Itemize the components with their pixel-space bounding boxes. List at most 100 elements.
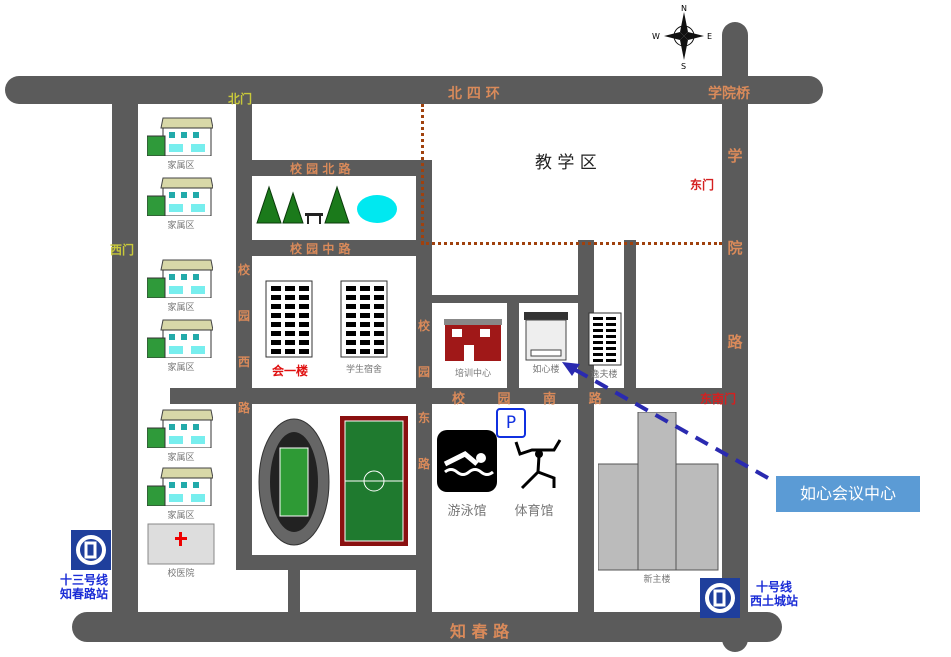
metro-logo-east (700, 578, 740, 618)
metro-west-station: 知春路站 (60, 587, 109, 601)
window (299, 340, 309, 345)
road-inner-2 (624, 240, 636, 390)
window (346, 304, 356, 309)
label-hospital: 校医院 (167, 569, 195, 579)
window (374, 304, 384, 309)
teaching-zone-label: 教 学 区 (535, 153, 597, 173)
metro-west-label: 十三号线知春路站 (60, 573, 108, 601)
window (285, 295, 295, 300)
compass-e: E (707, 32, 712, 41)
road-stadium-link (288, 565, 300, 615)
park-trees-icon (256, 185, 397, 224)
char: 东 (417, 411, 430, 425)
window (271, 286, 281, 291)
window (299, 322, 309, 327)
road-label-bridge: 学院桥 (708, 86, 750, 102)
window (285, 286, 295, 291)
window (593, 353, 603, 356)
window (346, 313, 356, 318)
family-house-icon (147, 177, 213, 216)
window (360, 304, 370, 309)
swimming-icon (437, 430, 497, 492)
metro-east-label: 十号线西土城站 (750, 580, 798, 608)
window (299, 331, 309, 336)
window (285, 322, 295, 327)
window (374, 331, 384, 336)
road-inner-4 (432, 295, 582, 303)
family-house-icon (147, 259, 213, 298)
gate-west: 西门 (110, 243, 135, 257)
window (271, 340, 281, 345)
road-zhichun (72, 612, 782, 642)
building-hall1-icon (265, 280, 313, 358)
window (346, 322, 356, 327)
building-training-icon (444, 319, 502, 361)
window (593, 341, 603, 344)
hospital-icon (147, 523, 215, 565)
label-dorm: 学生宿舍 (345, 365, 383, 375)
window (271, 304, 281, 309)
char: 校 (417, 319, 430, 333)
window (593, 359, 603, 362)
family-house-icon (147, 409, 213, 448)
window (299, 286, 309, 291)
family-house-icon (147, 319, 213, 358)
callout-ruxin-conference-center: 如心会议中心 (776, 476, 920, 512)
char: 路 (237, 401, 250, 415)
road-label-campus-north: 校 园 北 路 (290, 162, 351, 176)
window (374, 286, 384, 291)
label-main: 新主楼 (643, 575, 671, 585)
road-label-east-2: 院 (727, 239, 743, 257)
compass-s: S (681, 62, 686, 70)
char: 校 (237, 263, 250, 277)
label-family-area: 家属区 (167, 303, 195, 313)
road-stadium-south (236, 555, 432, 570)
label-gym: 体育馆 (514, 504, 554, 519)
window (374, 349, 384, 354)
window (346, 349, 356, 354)
building-dorm-icon (340, 280, 388, 358)
window (271, 349, 281, 354)
label-family-area: 家属区 (167, 511, 195, 521)
window (593, 323, 603, 326)
road-inner-3 (507, 295, 519, 390)
road-label-campus-middle: 校 园 中 路 (290, 242, 351, 256)
window (346, 286, 356, 291)
building-main-icon (598, 412, 719, 571)
road-label-campus-east: 校 园 东 路 (416, 316, 432, 500)
window (606, 359, 616, 362)
road-label-east-3: 路 (727, 333, 743, 351)
window (593, 347, 603, 350)
metro-east-line: 十号线 (756, 580, 793, 594)
parking-sign: P (496, 408, 526, 438)
window (271, 313, 281, 318)
label-family-area: 家属区 (167, 363, 195, 373)
road-campus-east (416, 160, 432, 612)
road-campus-middle (236, 240, 432, 256)
label-family-area: 家属区 (167, 161, 195, 171)
window (360, 340, 370, 345)
window (606, 323, 616, 326)
window (285, 304, 295, 309)
road-north-4th-ring (5, 76, 823, 104)
char: 西 (237, 355, 250, 369)
window (285, 349, 295, 354)
label-ruxin: 如心楼 (532, 365, 560, 375)
road-xueyuan (722, 22, 748, 652)
window (593, 329, 603, 332)
gate-east: 东门 (690, 178, 715, 192)
window (606, 347, 616, 350)
label-yifu: 逸夫楼 (590, 370, 618, 380)
compass-n: N (681, 4, 687, 13)
window (299, 304, 309, 309)
family-house-icon (147, 467, 213, 506)
window (593, 317, 603, 320)
road-label-campus-west: 校 园 西 路 (236, 260, 252, 444)
building-yifu-icon (588, 312, 622, 366)
window (374, 340, 384, 345)
window (374, 322, 384, 327)
char: 园 (237, 309, 250, 323)
metro-icon (76, 535, 106, 565)
road-west-outer (112, 90, 138, 620)
